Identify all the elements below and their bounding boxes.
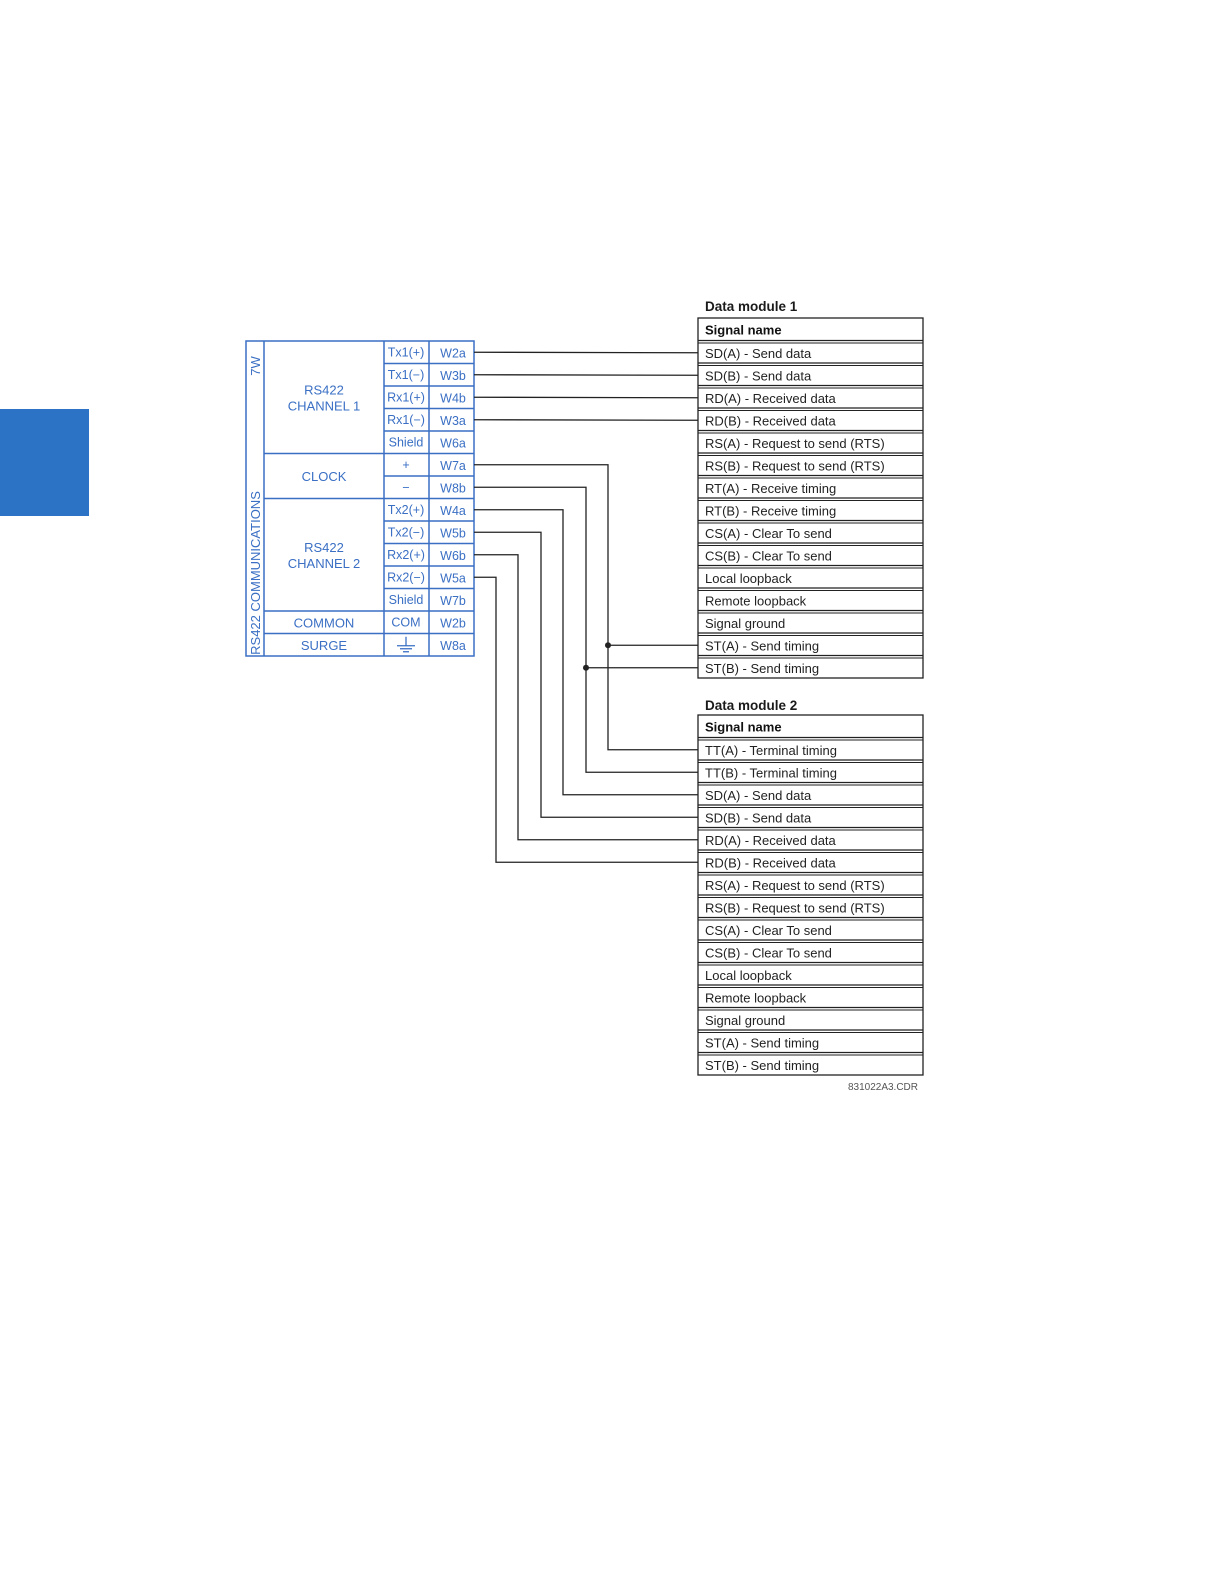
terminal-signal: Tx2(−) (388, 525, 424, 539)
terminal-block (245, 340, 475, 657)
table-header: Signal name (705, 323, 782, 338)
signal-row: SD(B) - Send data (705, 810, 812, 825)
terminal-signal: Rx1(+) (387, 390, 425, 404)
group-label: RS422 (304, 540, 344, 555)
signal-row: Signal ground (705, 616, 785, 631)
terminal-id: W2b (440, 616, 466, 630)
wire (474, 464, 698, 751)
terminal-id: W6b (440, 549, 466, 563)
signal-row: Local loopback (705, 968, 792, 983)
terminal-signal: Tx1(+) (388, 345, 424, 359)
signal-row: TT(A) - Terminal timing (705, 743, 837, 758)
group-label: COMMON (294, 615, 355, 630)
group-label: CHANNEL 2 (288, 556, 360, 571)
signal-row: RS(A) - Request to send (RTS) (705, 436, 885, 451)
signal-row: Local loopback (705, 571, 792, 586)
group-label: CLOCK (302, 469, 347, 484)
signal-row: CS(A) - Clear To send (705, 526, 832, 541)
wire (473, 374, 699, 376)
signal-row: ST(A) - Send timing (705, 638, 819, 653)
terminal-id: W2a (440, 346, 466, 360)
terminal-id: W5b (440, 526, 466, 540)
terminal-signal: Tx2(+) (388, 503, 424, 517)
terminal-signal: COM (391, 615, 420, 629)
signal-row: CS(B) - Clear To send (705, 945, 832, 960)
chapter-tab (0, 409, 89, 516)
signal-row: RS(A) - Request to send (RTS) (705, 878, 885, 893)
module1-title: Data module 1 (705, 299, 798, 314)
terminal-signal: Rx2(−) (387, 570, 425, 584)
signal-row: RD(B) - Received data (705, 413, 837, 428)
terminal-id: W7b (440, 594, 466, 608)
signal-row: RT(A) - Receive timing (705, 481, 836, 496)
signal-row: RD(B) - Received data (705, 855, 837, 870)
wire (474, 554, 698, 841)
signal-row: CS(B) - Clear To send (705, 548, 832, 563)
terminal-id: W8b (440, 481, 466, 495)
wire (473, 419, 699, 421)
signal-row: Remote loopback (705, 593, 807, 608)
wire (474, 509, 698, 796)
wire (474, 576, 698, 863)
signal-row: ST(A) - Send timing (705, 1035, 819, 1050)
signal-row: Signal ground (705, 1013, 785, 1028)
signal-row: SD(A) - Send data (705, 788, 812, 803)
signal-row: RD(A) - Received data (705, 391, 837, 406)
signal-row: SD(B) - Send data (705, 368, 812, 383)
module2-title: Data module 2 (705, 698, 797, 713)
terminal-signal: Shield (389, 435, 424, 449)
signal-row: Remote loopback (705, 990, 807, 1005)
terminal-signal: Rx2(+) (387, 548, 425, 562)
group-label: CHANNEL 1 (288, 398, 360, 413)
terminal-signal: + (402, 458, 409, 472)
terminal-signal: Shield (389, 593, 424, 607)
signal-row: RD(A) - Received data (705, 833, 837, 848)
terminal-id: W3b (440, 369, 466, 383)
terminal-id: W7a (440, 459, 466, 473)
terminal-signal: Rx1(−) (387, 413, 425, 427)
drawing-ref: 831022A3.CDR (848, 1082, 918, 1093)
side-label: RS422 COMMUNICATIONS (248, 491, 263, 655)
slot-label: 7W (248, 356, 263, 376)
wire (474, 486, 698, 773)
ground-icon (397, 636, 415, 653)
terminal-id: W4a (440, 504, 466, 518)
signal-row: SD(A) - Send data (705, 346, 812, 361)
group-label: SURGE (301, 638, 348, 653)
signal-row: ST(B) - Send timing (705, 1058, 819, 1073)
signal-row: TT(B) - Terminal timing (705, 765, 837, 780)
wire (473, 351, 699, 354)
wires (473, 351, 699, 863)
terminal-signal: − (402, 480, 409, 494)
table-header: Signal name (705, 720, 782, 735)
signal-row: RT(B) - Receive timing (705, 503, 836, 518)
group-label: RS422 (304, 382, 344, 397)
junction-dot (583, 664, 589, 671)
terminal-id: W6a (440, 436, 466, 450)
wire (473, 396, 699, 399)
terminal-id: W3a (440, 414, 466, 428)
wire (474, 531, 698, 818)
signal-row: ST(B) - Send timing (705, 661, 819, 676)
terminal-signal: Tx1(−) (388, 368, 424, 382)
terminal-id: W8a (440, 639, 466, 653)
signal-row: RS(B) - Request to send (RTS) (705, 458, 885, 473)
junction-dot (605, 642, 611, 649)
terminal-id: W4b (440, 391, 466, 405)
terminal-id: W5a (440, 571, 466, 585)
signal-row: RS(B) - Request to send (RTS) (705, 900, 885, 915)
signal-row: CS(A) - Clear To send (705, 923, 832, 938)
